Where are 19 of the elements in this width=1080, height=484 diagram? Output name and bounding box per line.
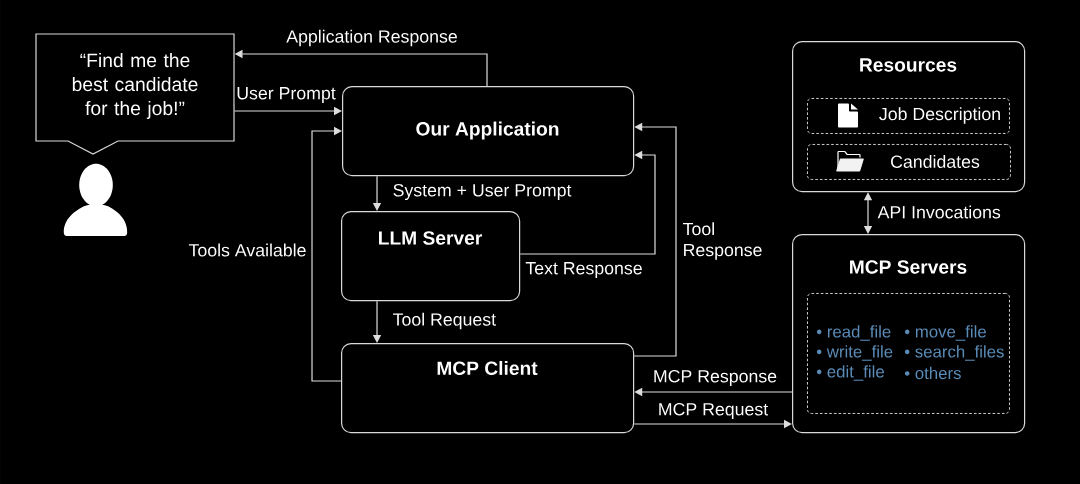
dashed-box: Candidates [807, 144, 1011, 180]
list-item: • read_file [816, 325, 891, 341]
list-item: • edit_file [816, 365, 884, 381]
list-item: • write_file [816, 345, 893, 361]
edge-label: Application Response [284, 28, 460, 48]
list-item: • move_file [904, 325, 986, 341]
dashed-box: Job Description [807, 98, 1010, 134]
list-item: • search_files [904, 345, 1004, 361]
edge-label: Tool Response [681, 220, 762, 262]
edge-label: Tool Request [391, 311, 498, 331]
double-arrow [863, 192, 873, 234]
process-box: Our Application [342, 86, 635, 177]
edge-label: API Invocations [876, 204, 1003, 220]
list-item: • others [904, 366, 961, 380]
process-box: MCP Client [341, 343, 635, 434]
process-box: LLM Server [341, 211, 521, 302]
arrow [311, 126, 342, 382]
speech-bubble: “Find me the best candidate for the job!” [35, 33, 235, 155]
edge-label: Tools Available [187, 242, 308, 258]
